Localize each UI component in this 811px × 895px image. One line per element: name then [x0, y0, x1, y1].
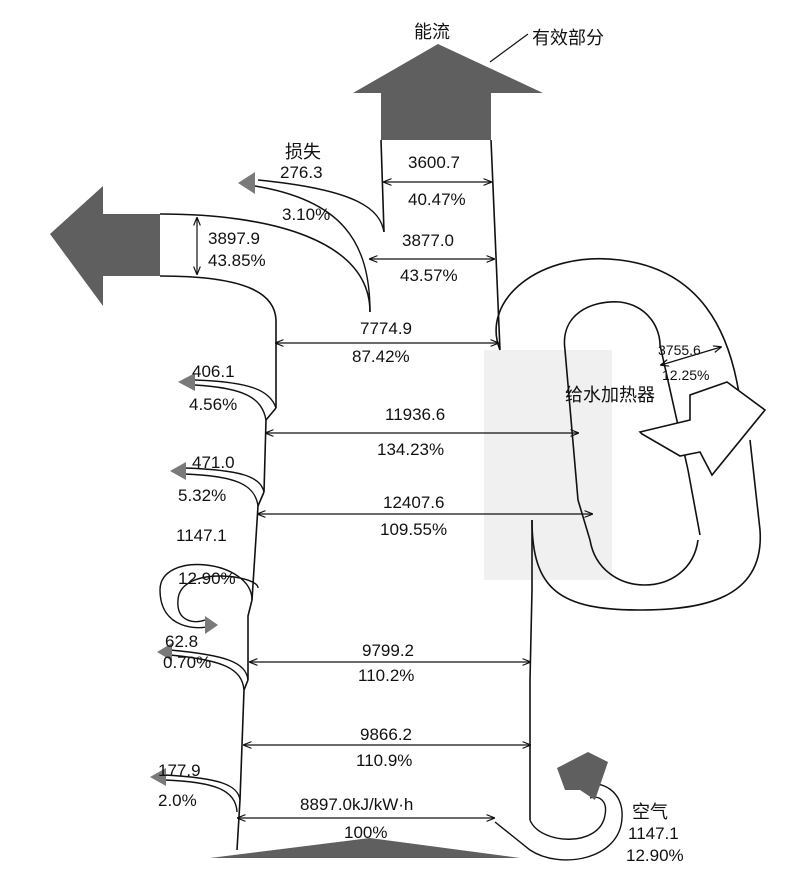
useful-value: 3600.7 [408, 153, 460, 172]
feedwater-heater-loop [495, 257, 761, 611]
turbine-in-pct: 43.57% [400, 266, 458, 285]
air-in-pct: 12.90% [626, 846, 684, 865]
loss-e-pct: 2.0% [158, 791, 197, 810]
main-pct: 87.42% [352, 347, 410, 366]
air-label: 空气 [632, 802, 668, 823]
air-loop [159, 563, 259, 629]
heater-loop-arrowhead [638, 381, 767, 477]
flow-e-pct: 110.9% [356, 751, 412, 770]
small-loss-arrowheads [150, 172, 255, 786]
useful-part-label: 有效部分 [532, 28, 604, 49]
loss-a-pct: 4.56% [189, 395, 237, 414]
useful-pct: 40.47% [408, 190, 466, 209]
air-inlet-loop [494, 783, 623, 861]
boiler-out-pct: 134.23% [377, 440, 444, 459]
useful-label-leader [489, 33, 529, 63]
loss-d-pct: 0.70% [163, 653, 211, 672]
dimension-arrows [197, 182, 721, 818]
turbine-loss-pct: 3.10% [282, 205, 330, 224]
main-flow-outline [159, 139, 533, 851]
main-value: 7774.9 [360, 319, 412, 338]
flow-c-value: 12407.6 [383, 493, 444, 512]
boiler-out-value: 11936.6 [385, 405, 445, 424]
turbine-in-value: 3877.0 [402, 231, 454, 250]
air-loop-value: 1147.1 [176, 526, 227, 545]
air-loop-arrowhead [205, 616, 218, 634]
turbine-loss-value: 276.3 [280, 163, 323, 182]
useful-output-arrow [353, 44, 543, 140]
loss-e-value: 177.9 [158, 761, 201, 780]
recirc-pct: 12.25% [662, 367, 709, 383]
flow-c-pct: 109.55% [380, 520, 447, 539]
loss-d-value: 62.8 [165, 632, 198, 651]
loss-b-pct: 5.32% [178, 486, 226, 505]
recirc-value: 3755.6 [658, 342, 701, 358]
small-loss-streams [164, 179, 385, 813]
flow-e-value: 9866.2 [360, 725, 412, 744]
input-value: 8897.0kJ/kW·h [300, 795, 413, 814]
condenser-loss-arrow [50, 186, 160, 306]
input-base [210, 838, 520, 858]
condenser-loss-pct: 43.85% [208, 251, 266, 270]
air-in-value: 1147.1 [628, 824, 679, 843]
condenser-loss-value: 3897.9 [208, 229, 260, 248]
energy-flow-label: 能流 [414, 22, 450, 43]
flow-d-value: 9799.2 [362, 641, 414, 660]
air-loop-pct: 12.90% [178, 569, 236, 588]
air-inlet-arrow [557, 752, 608, 800]
feedwater-heater-label: 给水加热器 [565, 385, 655, 406]
flow-d-pct: 110.2% [358, 666, 414, 685]
loss-b-value: 471.0 [192, 453, 235, 472]
loss-label: 损失 [285, 142, 321, 163]
loss-a-value: 406.1 [192, 362, 235, 381]
input-pct: 100% [344, 823, 387, 842]
